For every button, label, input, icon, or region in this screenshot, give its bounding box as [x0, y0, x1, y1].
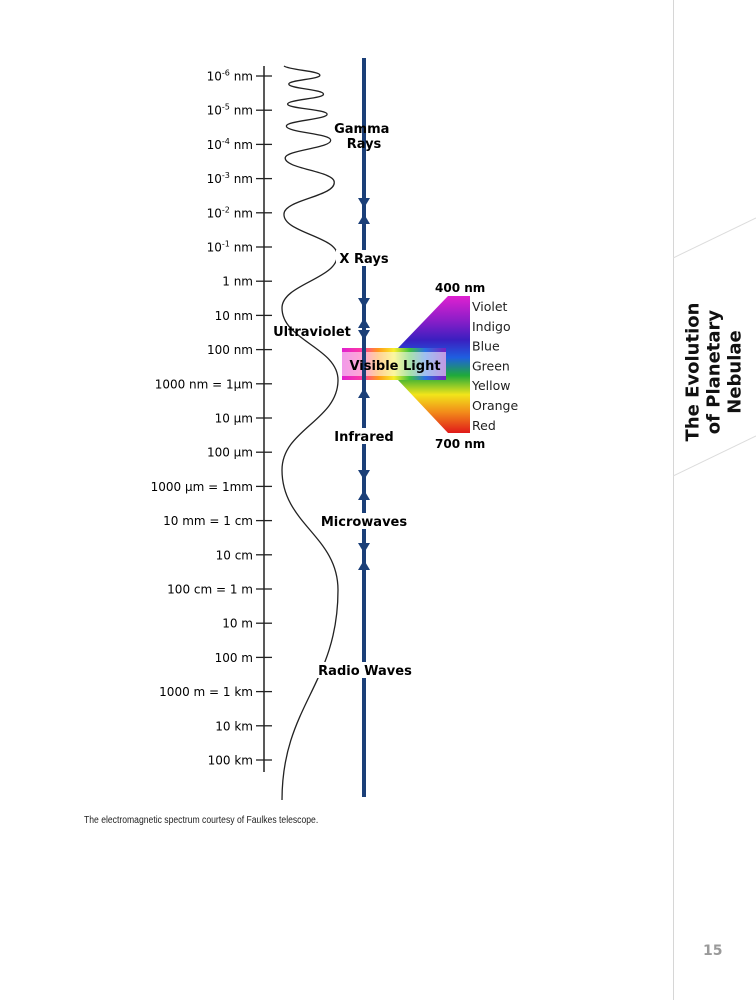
scale-label: 10-1 nm [207, 240, 253, 255]
visible-range-start: 400 nm [435, 281, 485, 295]
arrow-up [358, 214, 370, 224]
page-number: 15 [703, 943, 723, 959]
scale-label: 100 km [208, 754, 253, 768]
scale-label: 10-3 nm [207, 171, 253, 186]
scale-label: 10-2 nm [207, 205, 253, 220]
scale-label: 10-6 nm [207, 69, 253, 84]
color-label-red: Red [472, 418, 496, 433]
arrow-down [358, 543, 370, 553]
scale-label: 100 m [215, 651, 253, 665]
color-label-yellow: Yellow [471, 378, 510, 393]
scale-label: 100 nm [207, 343, 253, 357]
band-label-gamma-line1: Gamma [334, 122, 389, 137]
figure-caption: The electromagnetic spectrum courtesy of… [84, 815, 319, 826]
band-label-gamma-line2: Rays [347, 137, 382, 152]
scale-label: 1000 m = 1 km [159, 685, 253, 699]
color-label-orange: Orange [472, 398, 518, 413]
band-label-xrays: X Rays [339, 252, 388, 267]
scale-label: 100 cm = 1 m [167, 583, 253, 597]
scale-label: 100 µm [207, 446, 253, 460]
band-label-gamma: Gamma Rays [334, 122, 394, 152]
arrow-down [358, 298, 370, 308]
color-label-blue: Blue [472, 339, 500, 354]
scale-label: 10 nm [215, 309, 253, 323]
scale-ticks [256, 75, 272, 761]
sidebar-divider [673, 0, 674, 1000]
sidebar-title-line-3: Nebulae [724, 330, 746, 414]
color-label-violet: Violet [472, 299, 508, 314]
sidebar-title-line-1: The Evolution [682, 302, 704, 442]
band-label-microwaves: Microwaves [321, 515, 408, 530]
sidebar-decor [673, 217, 756, 477]
arrow-up [358, 388, 370, 398]
scale-label: 10-4 nm [207, 137, 253, 152]
arrow-up [358, 318, 370, 328]
scale-labels: 10-6 nm 10-5 nm 10-4 nm 10-3 nm 10-2 nm 10-1 … [151, 69, 253, 768]
scale-label: 10 km [215, 719, 253, 733]
arrow-down [358, 198, 370, 208]
color-label-green: Green [472, 358, 510, 373]
visible-range-end: 700 nm [435, 437, 485, 451]
scale-label: 10 µm [215, 412, 253, 426]
band-label-ultraviolet: Ultraviolet [273, 325, 351, 340]
wavelength-wave [281, 65, 339, 801]
band-label-radio: Radio Waves [318, 664, 412, 679]
scale-label: 10 m [222, 617, 253, 631]
scale-label: 1 nm [222, 275, 253, 289]
scale-label: 10 cm [216, 548, 253, 562]
band-label-infrared: Infrared [334, 430, 393, 445]
arrow-down [358, 330, 370, 340]
arrow-up [358, 560, 370, 570]
color-label-indigo: Indigo [472, 319, 511, 334]
arrow-up [358, 490, 370, 500]
scale-label: 10 mm = 1 cm [163, 514, 253, 528]
sidebar-title-line-2: of Planetary [703, 309, 725, 435]
band-label-visible: Visible Light [349, 359, 440, 374]
scale-label: 10-5 nm [207, 103, 253, 118]
scale-label: 1000 nm = 1µm [155, 377, 253, 391]
band-boundary-arrows [358, 198, 370, 570]
scale-label: 1000 µm = 1mm [151, 480, 253, 494]
arrow-down [358, 470, 370, 480]
